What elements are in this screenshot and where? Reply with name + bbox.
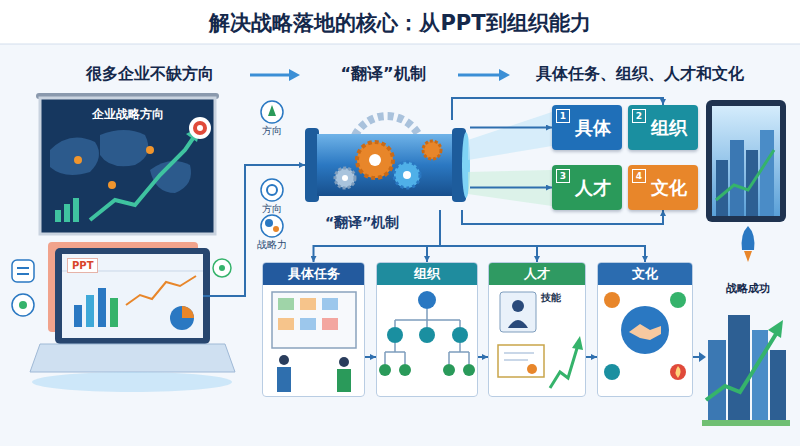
icon-label: 方向 [262, 203, 282, 215]
capability-panel: 具体任务 [262, 262, 365, 397]
outcome-label: 战略成功 [726, 282, 770, 295]
screen-title: 企业战略方向 [40, 106, 215, 123]
flow-arrow [470, 127, 552, 129]
capability-box: 1 具体 [552, 105, 622, 150]
box-label: 文化 [651, 176, 687, 200]
flow-arrow [440, 210, 537, 262]
flow-arrow [314, 210, 441, 262]
callout-number: 1 [556, 109, 570, 123]
flow-arrow [427, 210, 440, 262]
flow-arrow [478, 356, 488, 358]
panel-header: 文化 [598, 263, 692, 285]
diagram-title: 解决战略落地的核心：从PPT到组织能力 [0, 9, 800, 37]
capability-panel: 组织 [376, 262, 478, 397]
callout-number: 4 [632, 169, 646, 183]
capability-box: 3 人才 [552, 165, 622, 210]
capability-box: 4 文化 [628, 165, 698, 210]
flow-arrow [440, 210, 645, 262]
mechanism-label: “翻译”机制 [325, 214, 399, 232]
panel-header: 组织 [377, 263, 477, 285]
icon-label: 方向 [262, 125, 282, 137]
section-heading: 具体任务、组织、人才和文化 [536, 64, 744, 83]
callout-number: 2 [632, 109, 646, 123]
capability-box: 2 组织 [628, 105, 698, 150]
strategy-screen: 企业战略方向 [40, 98, 215, 234]
capability-panel: 文化 [597, 262, 693, 397]
callout-number: 3 [556, 169, 570, 183]
flow-arrow [462, 210, 663, 224]
capability-panel: 人才技能 [488, 262, 586, 397]
ppt-screen: PPT [62, 254, 203, 338]
box-label: 人才 [575, 176, 611, 200]
flow-arrow [586, 356, 597, 358]
box-label: 组织 [651, 116, 687, 140]
box-label: 具体 [575, 116, 611, 140]
ppt-tab: PPT [67, 258, 98, 273]
panel-header: 人才 [489, 263, 585, 285]
translation-pipe: “翻译”机制 [305, 120, 470, 210]
section-heading: 很多企业不缺方向 [86, 64, 214, 83]
icon-label: 战略力 [257, 239, 287, 251]
section-heading: “翻译”机制 [340, 64, 425, 83]
panel-note: 技能 [541, 291, 561, 305]
flow-arrow [470, 187, 552, 189]
panel-header: 具体任务 [263, 263, 364, 285]
flow-arrow [365, 356, 376, 358]
